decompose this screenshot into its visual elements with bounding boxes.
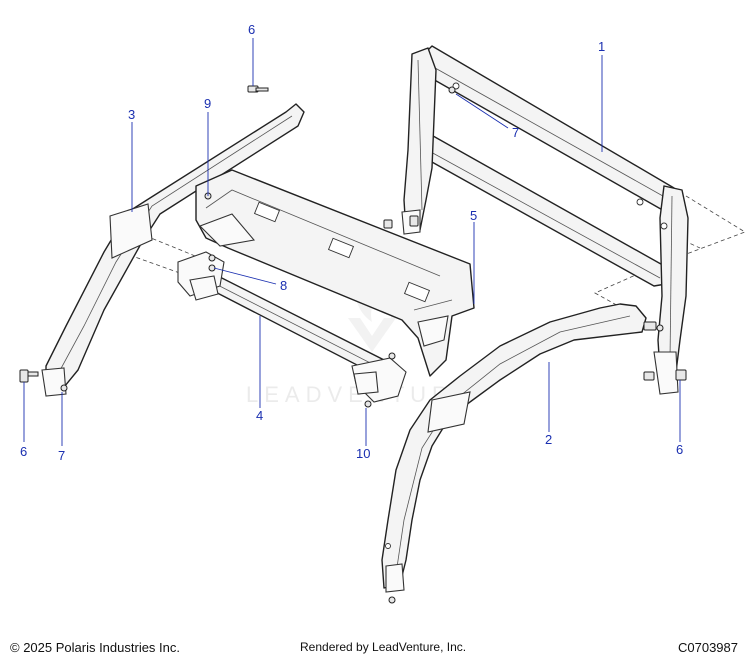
bolt-icon xyxy=(247,85,269,93)
callout-3[interactable]: 3 xyxy=(128,107,135,122)
callout-4[interactable]: 4 xyxy=(256,408,263,423)
part-4-cross-tube[interactable] xyxy=(177,251,407,403)
callout-5[interactable]: 5 xyxy=(470,208,477,223)
nut-icon xyxy=(448,86,456,94)
nut-icon xyxy=(364,352,396,408)
bolt-icon xyxy=(643,369,687,381)
callouts: 1 2 3 4 5 6 6 6 7 7 8 9 10 xyxy=(20,22,683,463)
callout-6-top[interactable]: 6 xyxy=(248,22,255,37)
part-1-rear-frame[interactable] xyxy=(401,45,689,395)
hardware xyxy=(19,85,687,604)
copyright-text: © 2025 Polaris Industries Inc. xyxy=(10,640,180,655)
part-5-panel[interactable] xyxy=(195,169,475,377)
callout-7-top[interactable]: 7 xyxy=(512,125,519,140)
leader-lines xyxy=(23,38,681,446)
callout-1[interactable]: 1 xyxy=(598,39,605,54)
drawing-id: C0703987 xyxy=(678,640,738,655)
callout-7-left[interactable]: 7 xyxy=(58,448,65,463)
bolt-icon xyxy=(643,321,664,332)
nut-icon xyxy=(388,596,396,604)
nut-icon xyxy=(60,384,68,392)
callout-6-left[interactable]: 6 xyxy=(20,444,27,459)
rendered-by-text: Rendered by LeadVenture, Inc. xyxy=(300,640,467,654)
callout-2[interactable]: 2 xyxy=(545,432,552,447)
bolt-icon xyxy=(19,369,39,383)
callout-10[interactable]: 10 xyxy=(356,446,370,461)
part-3-left-pillar[interactable] xyxy=(41,103,305,397)
callout-6-right[interactable]: 6 xyxy=(676,442,683,457)
bolt-icon xyxy=(383,215,419,229)
callout-8[interactable]: 8 xyxy=(280,278,287,293)
callout-9[interactable]: 9 xyxy=(204,96,211,111)
part-2-right-pillar[interactable] xyxy=(381,303,647,593)
